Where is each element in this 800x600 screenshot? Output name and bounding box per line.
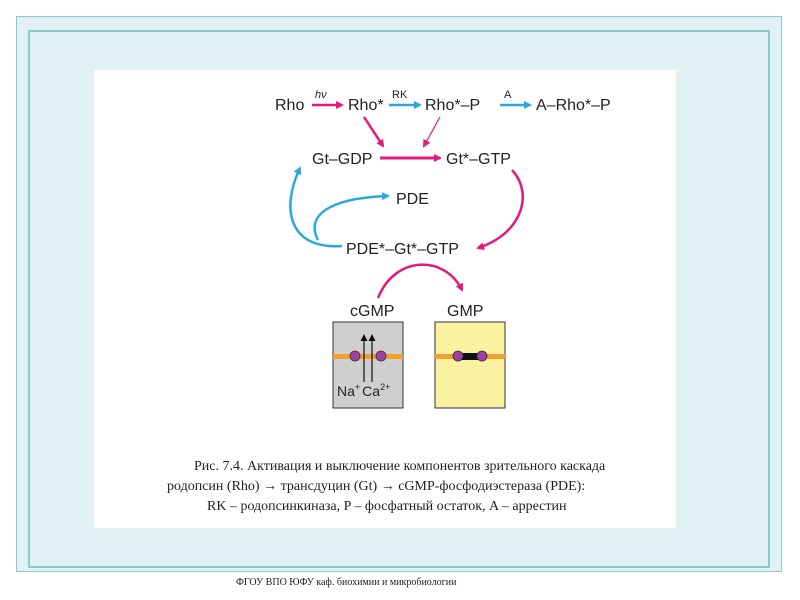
channel-closed-panel	[434, 321, 506, 409]
label-a: A	[504, 89, 512, 101]
arrow-cgmp-hydrolysis	[376, 263, 464, 299]
label-pde: PDE	[396, 191, 429, 208]
label-rho-star-p: Rho*–P	[425, 97, 480, 114]
arrow-pde-release	[313, 192, 390, 241]
channel-subunit-right	[375, 350, 387, 362]
arrow-rho-p-to-gt	[423, 116, 441, 148]
caption-line-2: родопсин (Rho) → трансдуцин (Gt) → cGMP-…	[167, 479, 586, 494]
arrow-gt-to-pde-complex	[476, 169, 524, 251]
label-cgmp: cGMP	[350, 303, 394, 320]
caption-line-1: Рис. 7.4. Активация и выключение компоне…	[194, 459, 606, 474]
channel-closed-gate	[458, 353, 482, 360]
label-gt-star-gtp: Gt*–GTP	[446, 151, 511, 168]
figure-panel	[94, 70, 676, 528]
channel-open-panel	[332, 321, 404, 409]
membrane-band-open	[333, 354, 403, 359]
arrow-gtp-hydrolysis	[289, 166, 343, 248]
label-a-rho-star-p: A–Rho*–P	[536, 97, 611, 114]
caption-line-3: RK – родопсинкиназа, P – фосфатный остат…	[207, 499, 567, 514]
channel-subunit-left	[349, 350, 361, 362]
arrow-rho-to-gt	[362, 116, 385, 148]
label-hv: hν	[315, 89, 327, 101]
channel-subunit-closed-left	[452, 350, 464, 362]
footer-affiliation: ФГОУ ВПО ЮФУ каф. биохимии и микробиолог…	[236, 577, 457, 588]
label-rk: RK	[392, 89, 408, 101]
channel-subunit-closed-right	[476, 350, 488, 362]
label-na-ca: Na+Ca2+	[337, 382, 390, 399]
label-rho: Rho	[275, 97, 304, 114]
label-rho-star: Rho*	[348, 97, 384, 114]
label-gmp: GMP	[447, 303, 483, 320]
label-gt-gdp: Gt–GDP	[312, 151, 372, 168]
label-pde-complex: PDE*–Gt*–GTP	[346, 241, 459, 258]
